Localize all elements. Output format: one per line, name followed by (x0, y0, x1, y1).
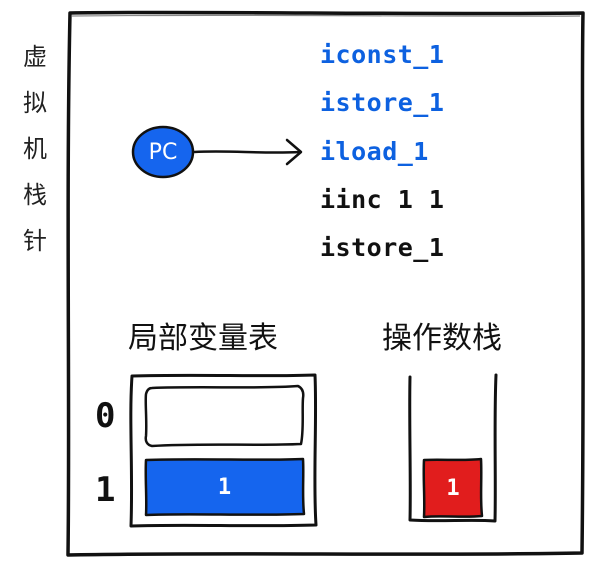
vm-stack-label: 虚 拟 机 栈 针 (18, 34, 52, 264)
operand-stack-title: 操作数栈 (382, 321, 502, 356)
operand-stack-item-0 (422, 457, 484, 519)
instruction-2-current: iload_1 (320, 137, 429, 166)
local-var-value-1: 1 (217, 475, 232, 500)
pc-arrow-head (285, 138, 303, 166)
instruction-0: iconst_1 (320, 40, 445, 69)
instruction-3: iinc 1 1 (320, 185, 445, 214)
local-vars-box (129, 373, 318, 528)
vm-stack-label-char: 栈 (23, 181, 47, 209)
local-var-slot-0 (144, 384, 305, 448)
local-var-index-1: 1 (95, 470, 116, 510)
pc-arrow (193, 150, 301, 154)
local-var-value-0 (146, 388, 303, 446)
operand-stack-container (408, 373, 498, 523)
operand-stack-value-0: 1 (446, 476, 460, 501)
local-var-index-0: 0 (95, 396, 116, 436)
local-vars-title: 局部变量表 (128, 321, 278, 356)
vm-stack-label-char: 机 (23, 135, 47, 163)
pc-register-label: PC (148, 139, 178, 165)
vm-stack-label-char: 虚 (23, 43, 47, 71)
vm-stack-label-char: 针 (23, 227, 47, 255)
pc-register-circle (131, 125, 195, 179)
frame-border (66, 10, 585, 557)
vm-stack-label-char: 拟 (23, 89, 47, 117)
local-var-slot-1 (144, 457, 306, 517)
instruction-1: istore_1 (320, 88, 445, 117)
instruction-4: istore_1 (320, 233, 445, 262)
